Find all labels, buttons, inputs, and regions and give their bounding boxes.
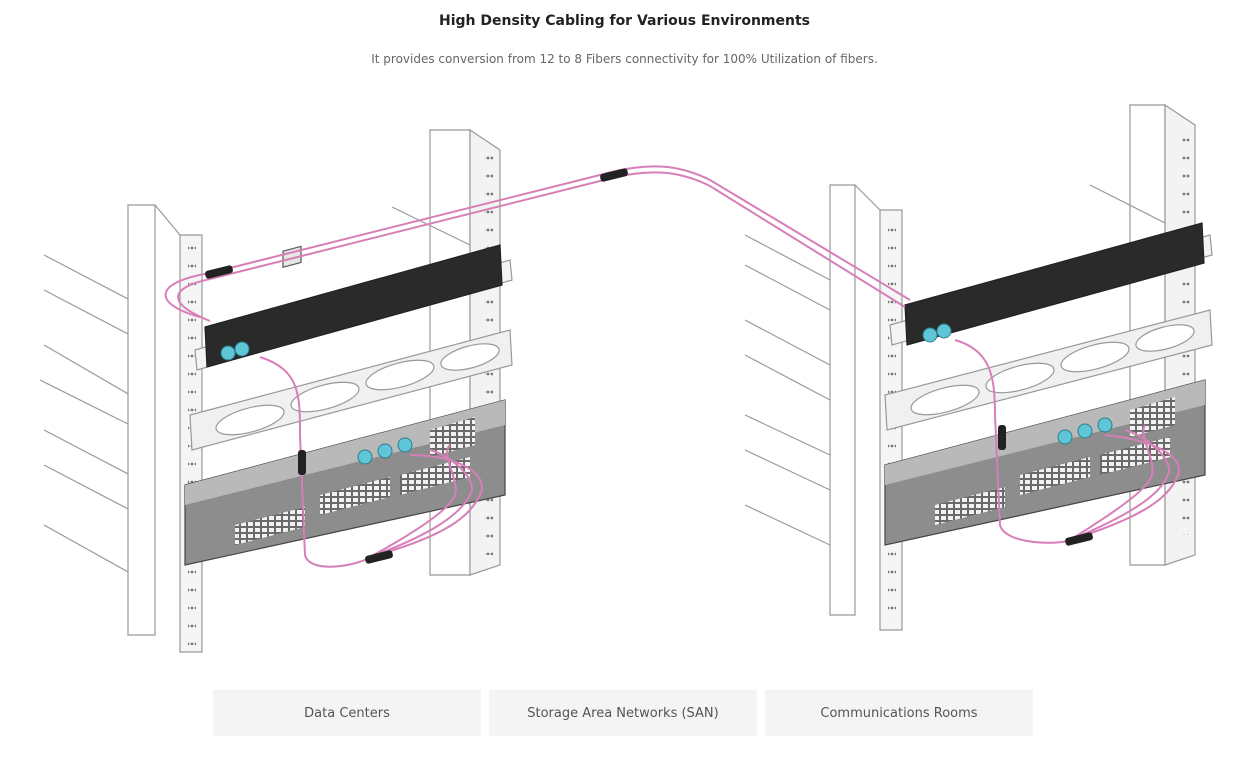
environment-tabs: Data Centers Storage Area Networks (SAN)… <box>213 690 1033 736</box>
page-title: High Density Cabling for Various Environ… <box>438 13 810 29</box>
fiber-connectors <box>205 168 1113 564</box>
right-rack <box>744 103 1213 631</box>
tab-communications-rooms[interactable]: Communications Rooms <box>765 690 1033 736</box>
tab-data-centers[interactable]: Data Centers <box>213 690 481 736</box>
left-rack <box>39 128 513 653</box>
tab-storage-area-networks[interactable]: Storage Area Networks (SAN) <box>489 690 757 736</box>
fiber-cables <box>164 165 1180 568</box>
rack-cabling-illustration <box>39 103 1213 653</box>
page-subtitle: It provides conversion from 12 to 8 Fibe… <box>371 52 878 66</box>
